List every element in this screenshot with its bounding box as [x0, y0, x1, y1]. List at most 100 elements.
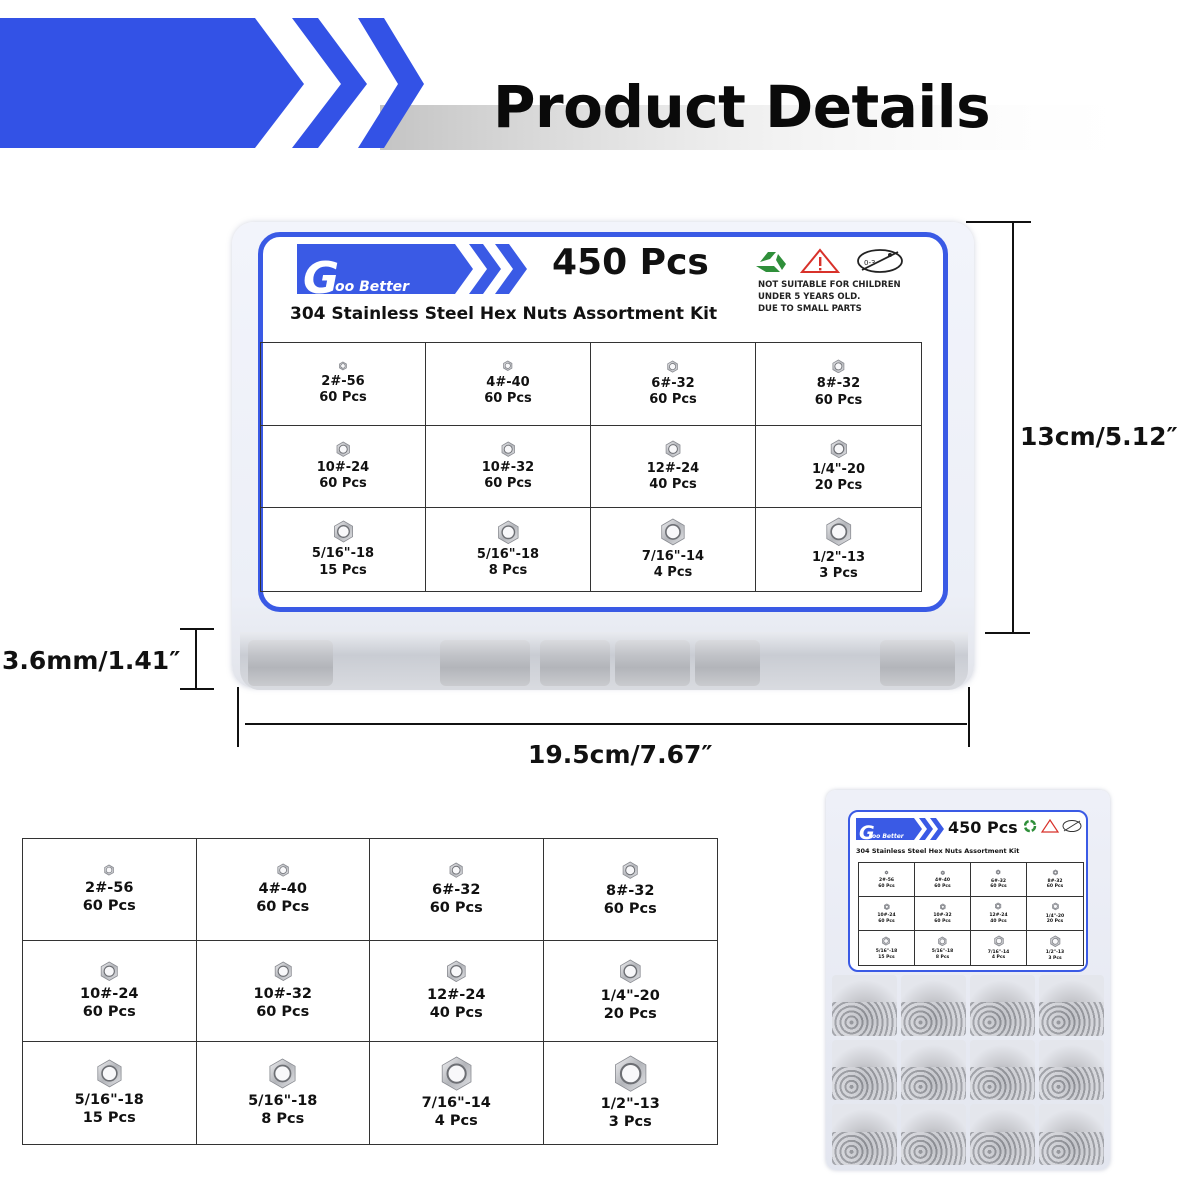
nut-tray: [832, 1104, 897, 1165]
nut-spec: 7/16"-14: [641, 548, 705, 564]
nut-count: 60 Pcs: [319, 476, 367, 492]
nut-spec: 6#-32: [432, 881, 481, 898]
nut-spec: 6#-32: [990, 878, 1007, 884]
nut-count: 4 Pcs: [653, 565, 693, 581]
hex-nut-icon: [882, 936, 891, 946]
nut-side-view: [615, 640, 690, 686]
nut-side-view: [248, 640, 333, 686]
compartment-trays: [832, 975, 1104, 1165]
hex-nut-icon: [1050, 935, 1061, 947]
warning-triangle-icon: [799, 248, 841, 273]
hex-nut-icon: [884, 870, 889, 875]
nut-side-view: [440, 640, 530, 686]
nut-count: 60 Pcs: [256, 898, 310, 915]
brand-initial: G: [303, 253, 339, 300]
nut-tray: [832, 975, 897, 1036]
brand-name: oo Better: [335, 279, 410, 295]
hex-nut-icon: [441, 1056, 472, 1091]
nut-spec: 5/16"-18: [476, 547, 540, 563]
nut-spec: 1/2"-13: [600, 1096, 660, 1113]
nut-tray: [970, 1039, 1035, 1101]
nut-tray: [1039, 1104, 1104, 1165]
svg-text:0-3: 0-3: [864, 259, 875, 267]
nut-count: 4 Pcs: [434, 1113, 478, 1130]
nut-spec: 10#-24: [79, 985, 139, 1002]
box-label: [258, 232, 948, 612]
nut-count: 60 Pcs: [256, 1003, 310, 1020]
hex-nut-icon: [622, 861, 638, 879]
nut-spec: 8#-32: [606, 882, 655, 899]
nut-count: 60 Pcs: [990, 884, 1007, 890]
hex-nut-icon: [277, 863, 289, 877]
hex-nut-icon: [1051, 902, 1059, 911]
nut-count: 60 Pcs: [82, 1003, 136, 1020]
hex-nut-icon: [97, 1059, 122, 1088]
recycle-icon: [756, 252, 786, 272]
hex-nut-icon: [333, 520, 353, 543]
nut-count: 15 Pcs: [319, 562, 367, 578]
nut-spec: 8#-32: [816, 376, 861, 392]
nut-spec: 1/4"-20: [600, 987, 660, 1004]
nut-spec: 10#-24: [877, 913, 896, 919]
nut-count: 60 Pcs: [484, 476, 532, 492]
dimension-tick: [237, 687, 239, 747]
nut-count: 60 Pcs: [1046, 884, 1064, 890]
width-dimension-label: 19.5cm/7.67″: [528, 740, 713, 769]
hex-nut-icon: [274, 961, 292, 982]
nut-spec: 10#-24: [316, 459, 370, 475]
nut-count: 60 Pcs: [934, 918, 951, 924]
nut-count: 8 Pcs: [935, 954, 950, 960]
svg-text:oo Better: oo Better: [872, 833, 905, 840]
hex-nut-icon: [661, 518, 685, 546]
nut-spec: 5/16"-18: [248, 1093, 318, 1110]
kit-title: 304 Stainless Steel Hex Nuts Assortment …: [290, 304, 718, 324]
nut-spec: 5/16"-18: [875, 948, 898, 954]
hex-nut-icon: [104, 864, 115, 876]
nut-spec: 12#-24: [989, 913, 1008, 919]
nut-count: 40 Pcs: [649, 477, 697, 493]
banner-block: [0, 18, 304, 148]
hex-nut-icon: [832, 359, 845, 373]
hex-nut-icon: [100, 961, 118, 982]
nut-tray: [970, 1104, 1035, 1165]
quantity-total: 450 Pcs: [552, 242, 709, 283]
nut-tray: [901, 975, 966, 1036]
nut-spec: 10#-32: [253, 985, 313, 1002]
nut-side-view: [695, 640, 760, 686]
nut-count: 40 Pcs: [429, 1004, 483, 1021]
width-dimension-line: [245, 723, 967, 725]
title-shadow-band: [380, 105, 1160, 150]
header-banner-arrows: [0, 18, 1160, 150]
hex-nut-icon: [336, 441, 350, 457]
warning-text: NOT SUITABLE FOR CHILDREN UNDER 5 YEARS …: [758, 280, 901, 314]
hex-nut-icon: [339, 361, 347, 371]
nut-tray: [1039, 975, 1104, 1036]
height-dimension-label: 13cm/5.12″: [1020, 422, 1178, 451]
nut-spec: 4#-40: [258, 880, 307, 897]
dimension-tick: [985, 632, 1030, 634]
chevron-icon: [292, 18, 367, 148]
nut-spec: 12#-24: [646, 460, 700, 476]
nut-spec: 4#-40: [486, 374, 530, 390]
nut-spec: 1/4"-20: [811, 461, 866, 477]
hex-nut-icon: [993, 935, 1004, 947]
hex-nut-icon: [996, 869, 1001, 875]
